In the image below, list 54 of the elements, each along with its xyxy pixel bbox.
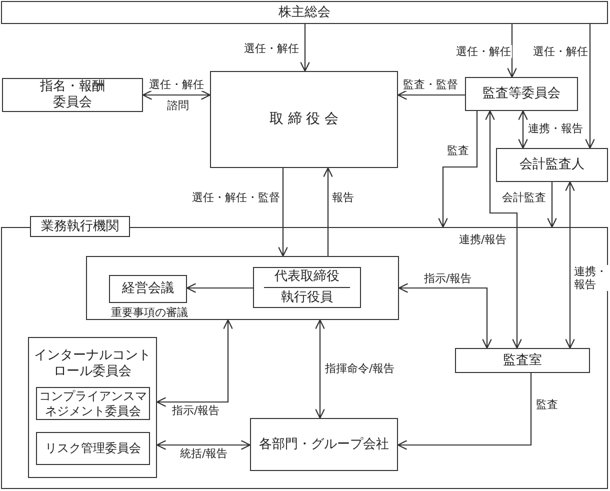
edge-label: 連携・報告 bbox=[573, 265, 610, 292]
department-box: 各部門・グループ会社 bbox=[250, 418, 398, 471]
connector-arrow bbox=[322, 167, 334, 256]
section-heading: 業務執行機関 bbox=[30, 216, 130, 237]
connector-arrow bbox=[156, 440, 251, 450]
auditor-box: 会計監査人 bbox=[496, 148, 608, 182]
edge-label: 選任・解任 bbox=[243, 42, 300, 56]
edge-label: 監査・監督 bbox=[402, 78, 459, 92]
edge-label: 監査 bbox=[446, 144, 470, 158]
group-box bbox=[86, 256, 399, 320]
edge-label: 連携・報告 bbox=[527, 122, 584, 136]
connector-arrow bbox=[397, 373, 532, 450]
committee-box: リスク管理委員会 bbox=[36, 432, 150, 465]
edge-label: 指揮命令/報告 bbox=[324, 362, 396, 376]
connector-arrow bbox=[314, 319, 326, 419]
connector-arrow bbox=[300, 24, 310, 72]
connector-arrow bbox=[546, 182, 558, 228]
connector-arrow bbox=[484, 110, 522, 349]
role-label: 代表取締役 bbox=[274, 269, 340, 285]
connector-arrow bbox=[397, 90, 465, 100]
connector-arrow bbox=[156, 319, 234, 408]
edge-label: 選任・解任 bbox=[148, 78, 205, 92]
edge-label: 統括/報告 bbox=[179, 447, 229, 460]
officer-box bbox=[253, 267, 361, 308]
note-text: 諮問 bbox=[166, 99, 190, 112]
meeting-box: 経営会議 bbox=[109, 275, 187, 303]
committee-frame bbox=[28, 337, 157, 478]
connector-arrow bbox=[278, 168, 288, 257]
edge-label: 選任・解任 bbox=[455, 45, 512, 58]
committee-box: コンプライアンスマネジメント委員会 bbox=[36, 387, 150, 420]
edge-label: 指示/報告 bbox=[171, 404, 221, 418]
edge-label: 報告 bbox=[331, 191, 355, 204]
edge-label: 選任・解任 bbox=[532, 45, 589, 58]
edge-label: 連携/報告 bbox=[458, 233, 508, 246]
edge-label: 会計監査 bbox=[501, 191, 547, 204]
connector-arrow bbox=[584, 24, 596, 149]
board-box: 取 締 役 会 bbox=[210, 71, 398, 168]
connector-arrow bbox=[564, 181, 576, 349]
committee-box: 監査等委員会 bbox=[465, 77, 578, 111]
connector-arrow bbox=[398, 282, 492, 349]
connector-arrow bbox=[438, 111, 478, 228]
edge-label: 指示/報告 bbox=[423, 272, 473, 286]
edge-label: 監査 bbox=[535, 398, 559, 412]
note-text: 重要事項の審議 bbox=[111, 306, 188, 320]
edge-label: 選任・解任・監督 bbox=[191, 191, 281, 204]
connector-arrow bbox=[518, 110, 528, 149]
committee-title: インターナルコントロール委員会 bbox=[33, 348, 152, 380]
role-label: 執行役員 bbox=[281, 290, 333, 306]
audit-office-box: 監査室 bbox=[455, 348, 590, 373]
connector-arrow bbox=[186, 282, 253, 294]
meeting-band: 株主総会 bbox=[1, 1, 608, 24]
connector-arrow bbox=[506, 24, 518, 78]
connector-arrow bbox=[142, 90, 211, 100]
committee-box: 指名・報酬委員会 bbox=[2, 78, 143, 112]
